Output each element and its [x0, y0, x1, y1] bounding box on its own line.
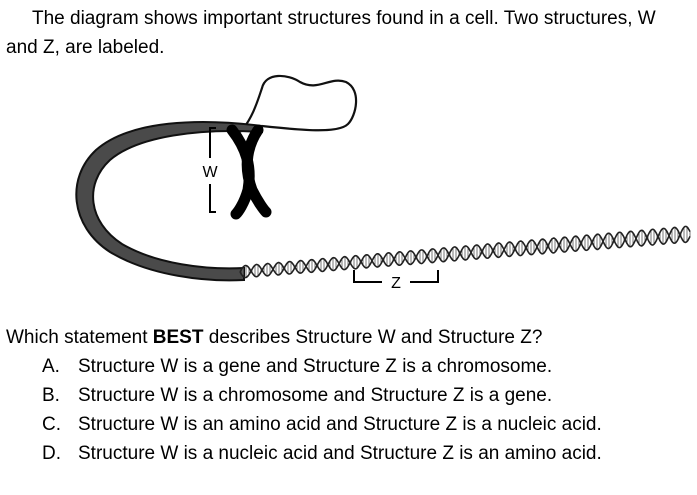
option-letter: C.	[42, 414, 61, 435]
question-emphasis: BEST	[152, 327, 204, 348]
helix-backbone-b	[239, 225, 691, 278]
question-prefix: Which statement	[6, 327, 153, 348]
label-z: Z	[391, 275, 401, 292]
label-w: W	[202, 164, 218, 181]
answer-options: A. Structure W is a gene and Structure Z …	[42, 352, 692, 468]
option-c[interactable]: C. Structure W is an amino acid and Struc…	[42, 410, 692, 439]
z-bracket	[353, 270, 439, 283]
question-suffix: describes Structure W and Structure Z?	[203, 327, 543, 348]
option-a[interactable]: A. Structure W is a gene and Structure Z …	[42, 352, 692, 381]
helix-backbone-a	[239, 226, 691, 279]
option-b[interactable]: B. Structure W is a chromosome and Struct…	[42, 381, 692, 410]
chromosome-x-shape	[226, 124, 272, 220]
thread-strand	[239, 74, 358, 133]
intro-text: The diagram shows important structures f…	[6, 8, 656, 58]
thick-strand	[75, 121, 263, 282]
option-letter: D.	[42, 443, 61, 464]
question-text: Which statement BEST describes Structure…	[6, 323, 691, 352]
w-bracket	[209, 127, 216, 213]
option-text: Structure W is a gene and Structure Z is…	[78, 356, 553, 377]
option-text: Structure W is a chromosome and Structur…	[78, 385, 553, 406]
option-text: Structure W is an amino acid and Structu…	[78, 414, 602, 435]
option-letter: A.	[42, 356, 60, 377]
dna-helix	[239, 225, 691, 279]
option-letter: B.	[42, 385, 60, 406]
option-d[interactable]: D. Structure W is a nucleic acid and Stru…	[42, 439, 692, 468]
option-text: Structure W is a nucleic acid and Struct…	[78, 443, 602, 464]
cell-structures-diagram: W Z	[75, 74, 691, 292]
